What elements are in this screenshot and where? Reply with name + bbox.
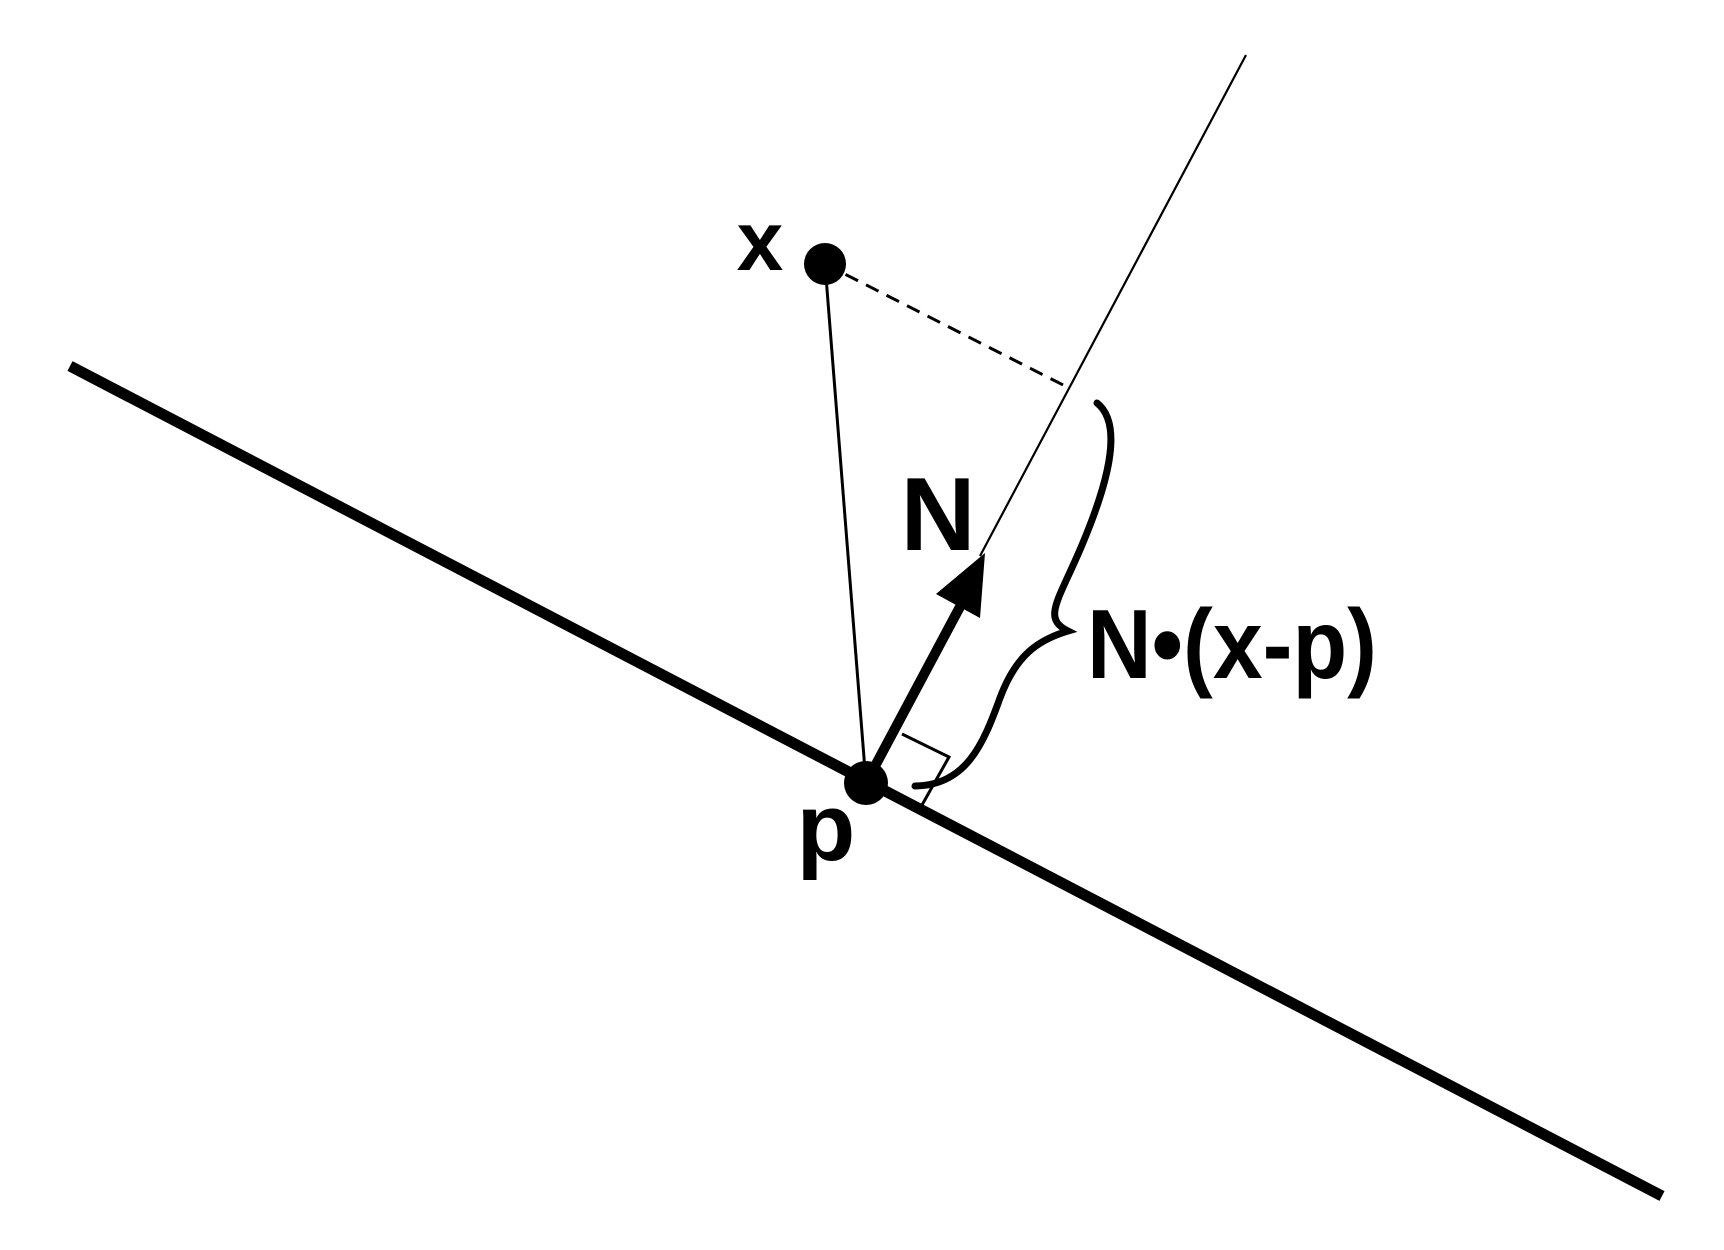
label-x: x — [737, 194, 784, 288]
label-normal: N — [900, 457, 975, 573]
curly-brace — [911, 399, 1115, 790]
label-projection: N•(x-p) — [1087, 589, 1377, 699]
normal-axis-line — [979, 54, 1247, 557]
label-p: p — [797, 774, 856, 881]
right-angle-marker — [901, 732, 952, 806]
point-x-dot — [804, 243, 846, 285]
normal-vector-arrowhead — [936, 553, 985, 618]
normal-vector-shaft — [861, 600, 967, 786]
x-minus-p-line — [823, 263, 868, 784]
point-p-dot — [844, 761, 888, 805]
projection-dashed-line — [824, 262, 1072, 391]
